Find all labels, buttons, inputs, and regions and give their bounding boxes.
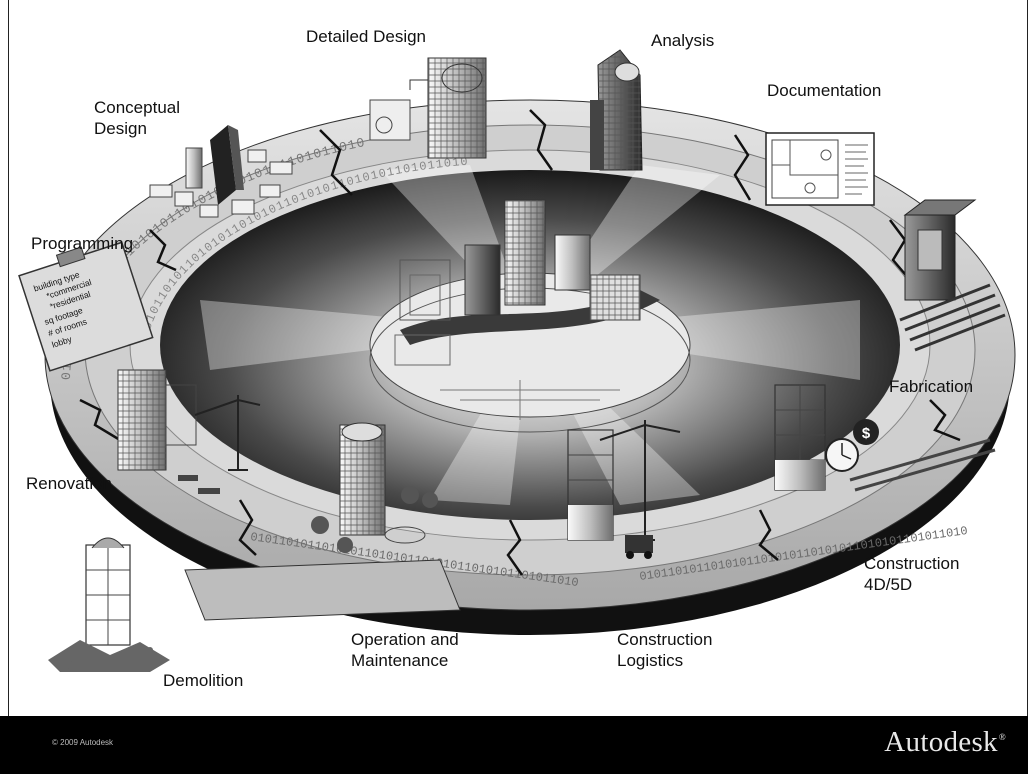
central-city — [369, 199, 691, 433]
label-detailed-design: Detailed Design — [306, 27, 427, 46]
svg-text:building type *commerc: building type *commercial *residential s… — [32, 266, 110, 350]
documentation-floorplan — [765, 132, 875, 206]
label-construction-4d5d: Construction 4D/5D — [864, 554, 960, 594]
label-conceptual-design: Conceptual Design — [94, 98, 181, 138]
demolition-model — [48, 537, 170, 672]
detailed-design-tower — [369, 57, 487, 159]
svg-text:$: $ — [862, 425, 871, 442]
autodesk-logo: Autodesk® — [884, 726, 1006, 759]
copyright-text: © 2009 Autodesk — [52, 738, 114, 747]
construction-logistics-model — [567, 420, 681, 559]
operation-maintenance-model — [311, 422, 438, 553]
label-analysis: Analysis — [651, 31, 715, 50]
conceptual-design-model — [149, 125, 293, 218]
highway — [400, 290, 660, 345]
trademark-symbol: ® — [998, 732, 1006, 742]
footer-bar: © 2009 Autodesk Autodesk® — [0, 716, 1028, 774]
phase-dividers — [79, 109, 961, 576]
renovation-model — [117, 369, 261, 494]
brand-text: Autodesk — [884, 726, 998, 758]
label-renovation: Renovation — [26, 474, 113, 493]
programming-clipboard: building type *commercial *residential s… — [18, 241, 154, 372]
label-programming: Programming — [31, 234, 134, 253]
label-fabrication: Fabrication — [889, 377, 974, 396]
fabrication-machine — [899, 199, 1006, 352]
label-construction-logistics: Construction Logistics — [617, 630, 713, 670]
construction-4d5d-model: $ — [774, 384, 996, 492]
label-documentation: Documentation — [767, 81, 882, 100]
label-demolition: Demolition — [163, 671, 244, 690]
label-operation-maintenance: Operation and Maintenance — [351, 630, 459, 670]
analysis-tower — [590, 49, 643, 171]
